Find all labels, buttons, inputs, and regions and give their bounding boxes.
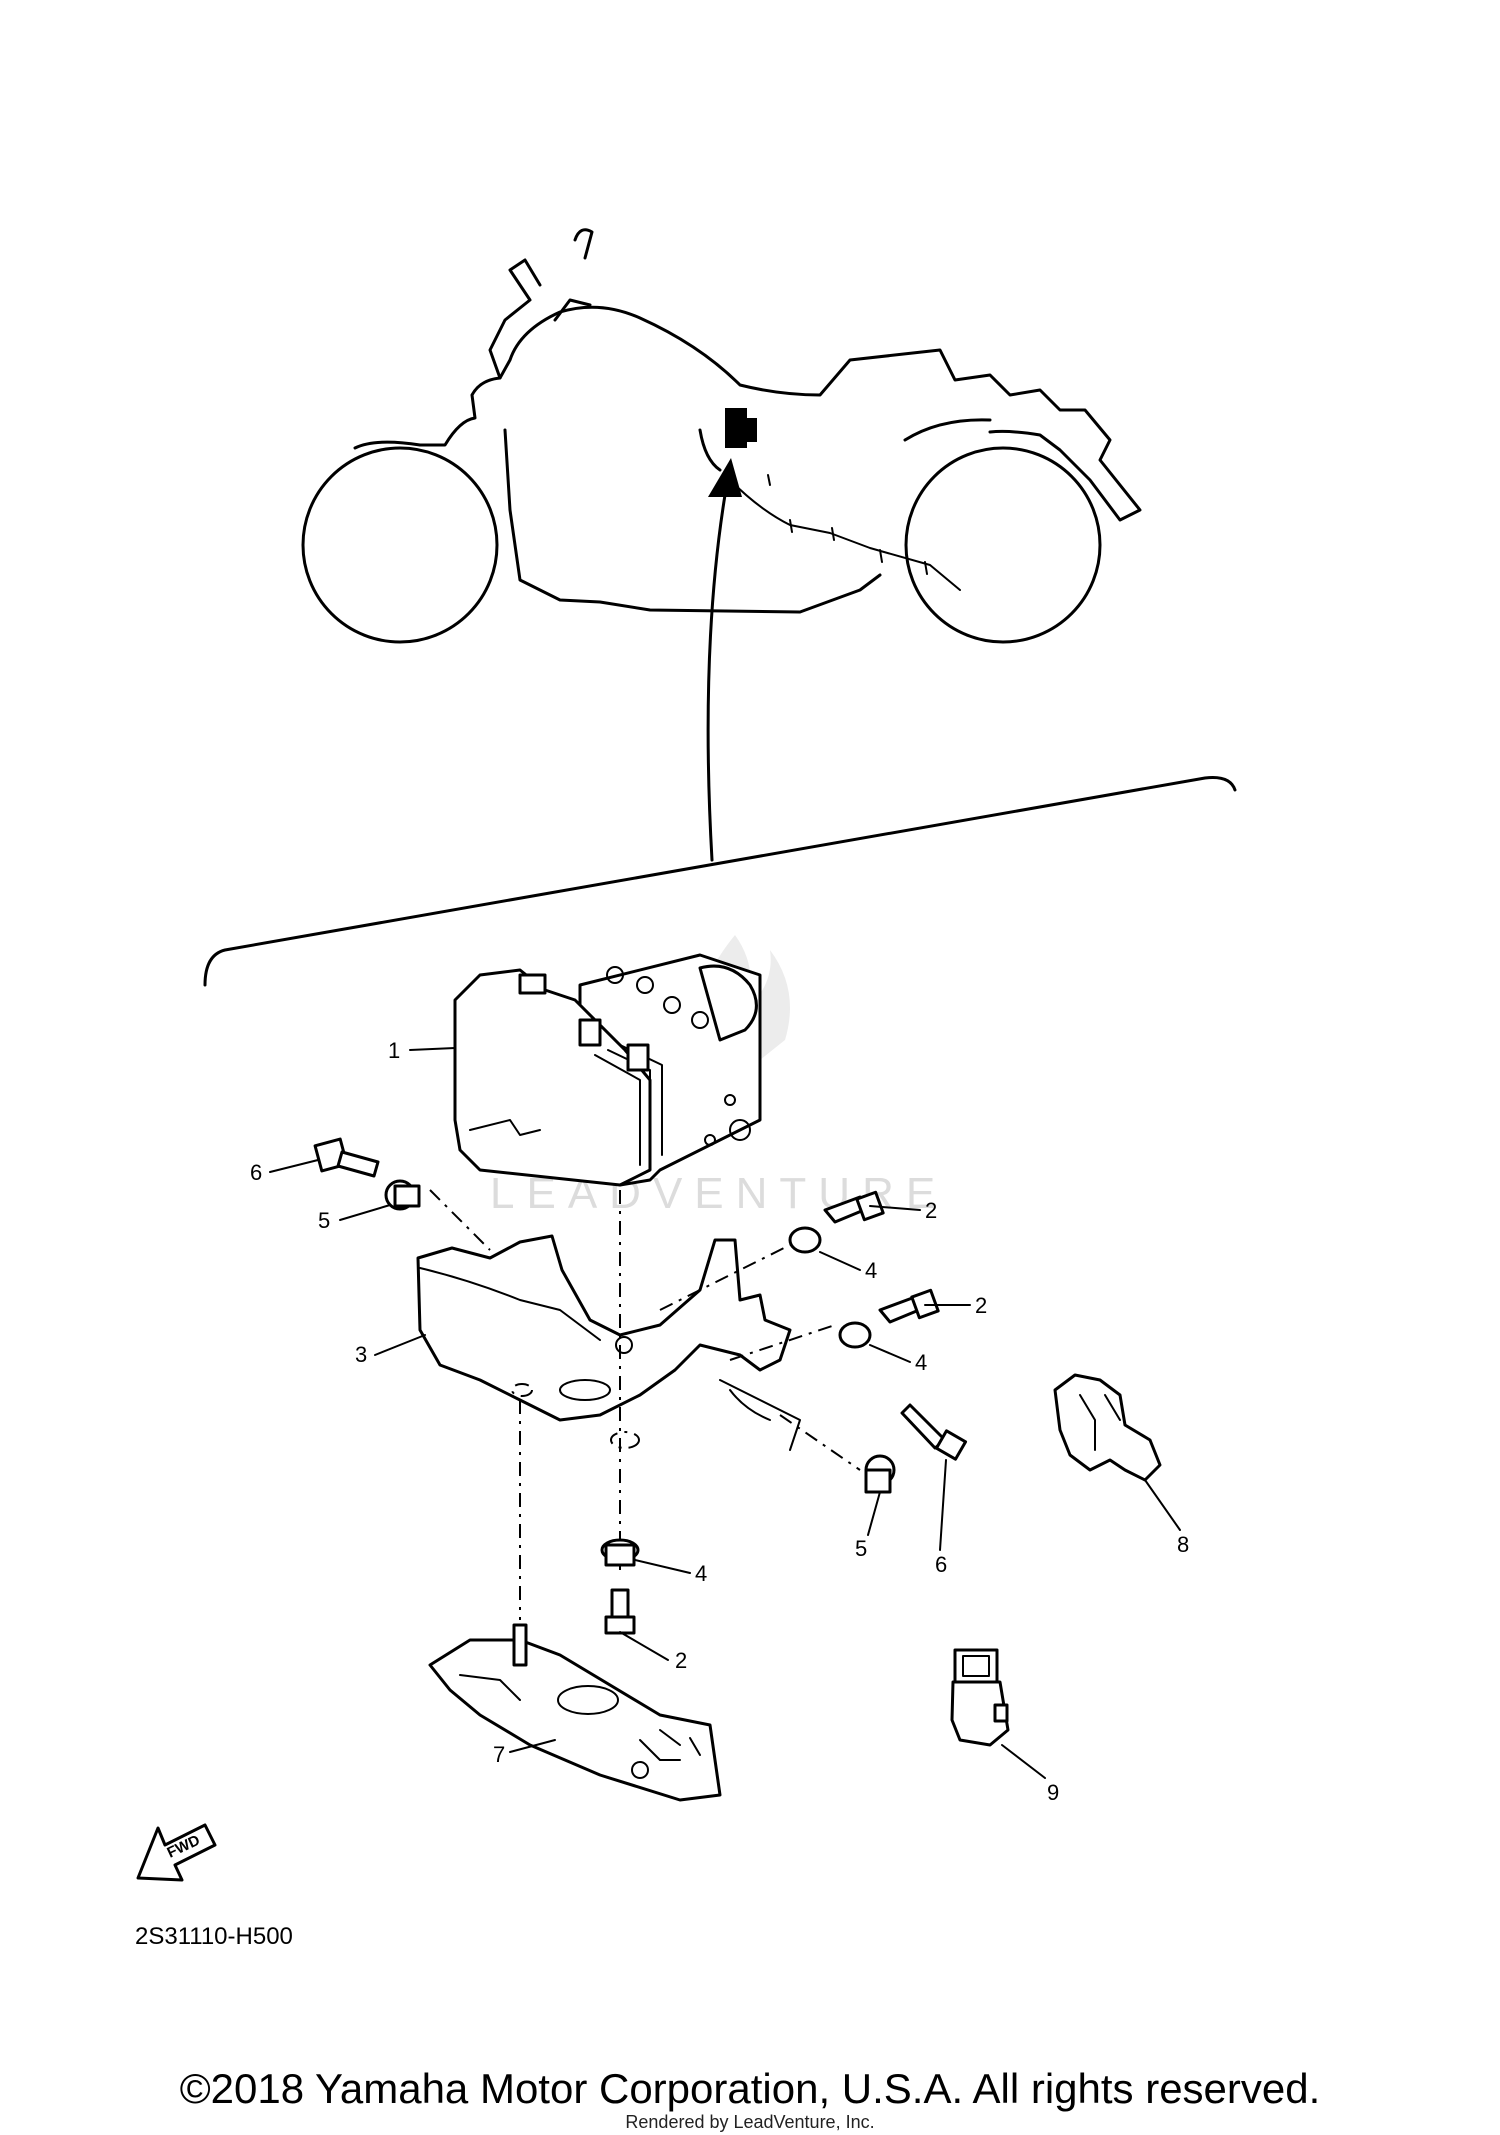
callout-8: 8 xyxy=(1177,1532,1189,1557)
callout-6a: 6 xyxy=(250,1160,262,1185)
callout-2a: 2 xyxy=(925,1198,937,1223)
collar-parts xyxy=(600,1226,872,1567)
part-3-bracket xyxy=(416,1234,801,1451)
fwd-arrow-icon: FWD xyxy=(136,1823,217,1882)
location-arrowhead xyxy=(708,458,742,497)
callout-4b: 4 xyxy=(915,1350,927,1375)
copyright-notice: ©2018 Yamaha Motor Corporation, U.S.A. A… xyxy=(179,2065,1321,2112)
spacer-parts xyxy=(384,1179,896,1494)
assembly-lines xyxy=(429,1189,861,1620)
callout-4a: 4 xyxy=(865,1258,877,1283)
part-8-clip xyxy=(1053,1373,1162,1482)
flange-bolt-parts xyxy=(313,1137,380,1178)
callout-labels: 1 2 2 2 3 4 4 4 5 5 6 6 7 8 9 xyxy=(250,1038,1189,1805)
detail-bracket xyxy=(203,776,1237,987)
callout-6b: 6 xyxy=(935,1552,947,1577)
bolt-parts xyxy=(604,1190,968,1635)
part-9-coupler xyxy=(950,1648,1010,1747)
rendered-by-credit: Rendered by LeadVenture, Inc. xyxy=(625,2112,875,2132)
callout-1: 1 xyxy=(388,1038,400,1063)
callout-3: 3 xyxy=(355,1342,367,1367)
callout-4c: 4 xyxy=(695,1561,707,1586)
callout-9: 9 xyxy=(1047,1780,1059,1805)
location-arrow xyxy=(706,493,727,862)
part-1-abs-unit xyxy=(453,953,762,1187)
motorcycle-outline xyxy=(301,228,1142,644)
drawing-code: 2S31110-H500 xyxy=(135,1923,293,1950)
part-7-mount-plate xyxy=(428,1623,722,1802)
callout-2c: 2 xyxy=(675,1648,687,1673)
callout-7: 7 xyxy=(493,1742,505,1767)
leader-lines xyxy=(269,1047,1181,1779)
callout-5b: 5 xyxy=(855,1536,867,1561)
callout-5a: 5 xyxy=(318,1208,330,1233)
callout-2b: 2 xyxy=(975,1293,987,1318)
